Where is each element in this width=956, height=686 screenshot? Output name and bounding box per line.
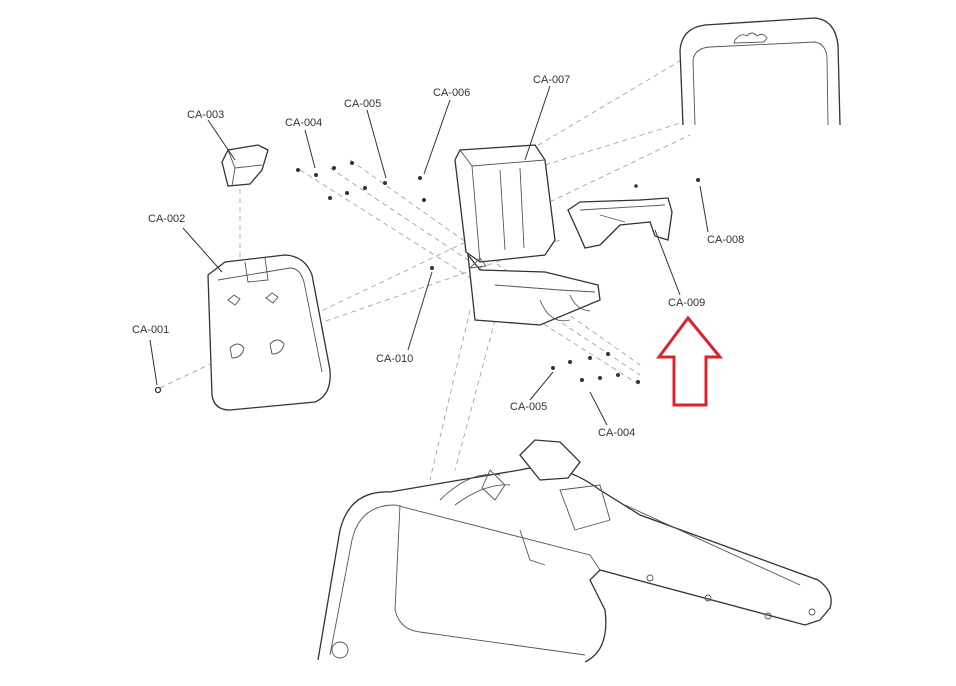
part-ca-003-cap	[221, 144, 269, 187]
label-ca-001: CA-001	[132, 324, 169, 336]
label-ca-005-top: CA-005	[344, 98, 381, 110]
machine-base	[317, 439, 832, 663]
part-ca-007-bracket	[454, 144, 601, 326]
display-console	[679, 17, 841, 126]
part-ca-002-cover	[207, 254, 331, 411]
label-ca-010: CA-010	[376, 353, 413, 365]
label-ca-007: CA-007	[533, 74, 570, 86]
screw-row-bottom	[430, 266, 640, 384]
red-up-arrow-icon	[656, 315, 724, 407]
label-ca-002: CA-002	[148, 213, 185, 225]
screw-row-top	[296, 161, 426, 202]
label-ca-006: CA-006	[433, 87, 470, 99]
part-ca-001-screw	[154, 386, 162, 394]
label-ca-004-bottom: CA-004	[598, 427, 635, 439]
label-ca-004-top: CA-004	[285, 117, 322, 129]
label-ca-008: CA-008	[707, 234, 744, 246]
part-ca-009-handle	[567, 178, 700, 249]
leader-lines	[149, 85, 709, 426]
label-ca-005-bottom: CA-005	[510, 401, 547, 413]
label-ca-003: CA-003	[187, 109, 224, 121]
label-ca-009: CA-009	[668, 297, 705, 309]
part-labels: CA-001 CA-002 CA-003 CA-004 CA-005 CA-00…	[132, 74, 744, 439]
